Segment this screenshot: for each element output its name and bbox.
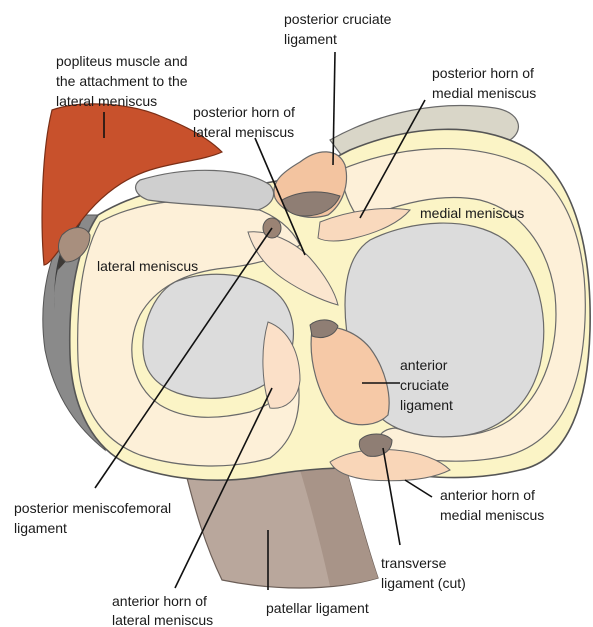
label-ant-horn-lateral: anterior horn of lateral meniscus: [112, 593, 213, 627]
leader-pcl: [333, 52, 335, 165]
label-acl: anterior cruciate ligament: [400, 357, 453, 413]
leader-ant-horn-medial: [405, 480, 432, 497]
label-ant-horn-medial: anterior horn of medial meniscus: [440, 487, 544, 523]
label-patellar: patellar ligament: [266, 600, 369, 616]
label-post-horn-medial: posterior horn of medial meniscus: [432, 65, 538, 101]
label-pcl: posterior cruciate ligament: [284, 11, 395, 47]
label-post-horn-lateral: posterior horn of lateral meniscus: [193, 104, 299, 140]
label-popliteus: popliteus muscle and the attachment to t…: [56, 53, 191, 109]
label-transverse: transverse ligament (cut): [381, 555, 466, 591]
label-medial-meniscus: medial meniscus: [420, 205, 524, 221]
label-post-meniscofemoral: posterior meniscofemoral ligament: [14, 500, 175, 536]
label-lateral-meniscus: lateral meniscus: [97, 258, 198, 274]
